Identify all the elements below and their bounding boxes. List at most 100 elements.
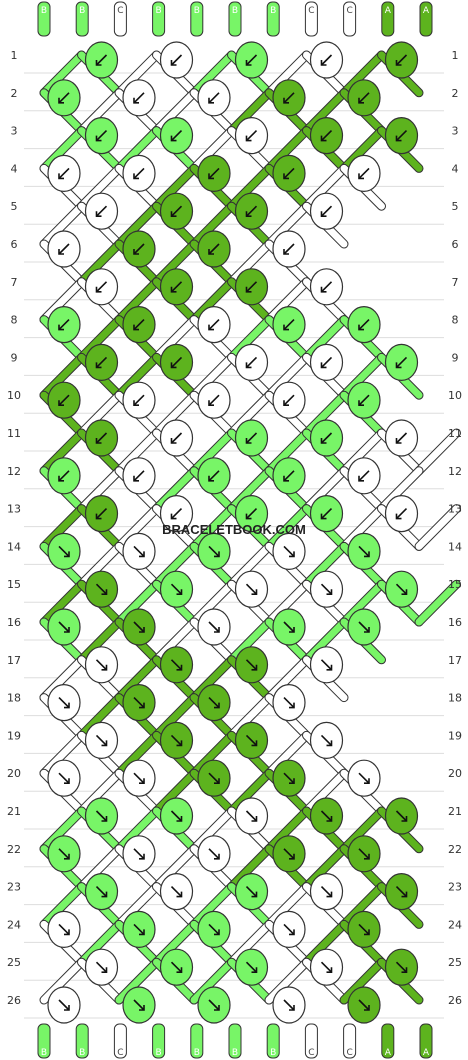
knot-arrow — [208, 621, 220, 633]
thread-strand — [78, 618, 123, 664]
thread-strand — [153, 920, 198, 966]
row-number-left: 13 — [7, 503, 21, 516]
knot-arrow-head — [170, 135, 177, 142]
knot-arrow-head — [251, 740, 258, 747]
thread-strand — [115, 580, 160, 626]
string-tab-top — [152, 1, 166, 37]
knot-arrow-head — [101, 740, 108, 747]
thread-strand — [78, 694, 123, 739]
row-number-right: 1 — [452, 49, 459, 62]
thread-strand — [115, 656, 160, 702]
knot-arrow — [320, 281, 333, 293]
row-number-right: 20 — [448, 767, 462, 780]
thread-strand — [415, 429, 460, 475]
knot-arrow-head — [251, 589, 258, 596]
row-number-right: 16 — [448, 616, 462, 629]
knot-arrow-head — [101, 589, 108, 596]
row-number-right: 4 — [452, 162, 459, 175]
knot-arrow-head — [358, 324, 364, 331]
thread-strand — [115, 202, 160, 248]
thread-strand — [78, 542, 123, 588]
knot-arrow — [208, 243, 220, 255]
row-number-right: 3 — [452, 125, 459, 138]
knot-arrow — [208, 470, 220, 482]
knot-arrow-head — [133, 400, 139, 407]
string-label-top: A — [385, 6, 392, 16]
knot-arrow-head — [283, 400, 289, 407]
string-label-bottom: C — [308, 1048, 314, 1058]
thread-strand — [115, 429, 160, 475]
knot-arrow — [170, 130, 183, 142]
string-tab-top — [381, 1, 395, 37]
knot-arrow — [170, 961, 183, 973]
row-number-left: 18 — [7, 692, 21, 705]
knot-arrow — [133, 545, 145, 557]
knot-arrow — [395, 810, 408, 822]
knot-arrow-head — [245, 211, 252, 217]
string-label-top: C — [117, 6, 123, 16]
row-number-left: 26 — [7, 994, 21, 1007]
knot-arrow — [283, 621, 295, 633]
thread-strand — [190, 278, 235, 324]
knot-arrow-head — [401, 589, 408, 596]
knot-arrow-head — [170, 286, 177, 293]
string-label-top: B — [232, 6, 238, 16]
row-number-right: 14 — [448, 540, 462, 553]
knot-arrow — [208, 697, 220, 709]
knot-arrow-head — [58, 97, 64, 104]
knot-arrow-head — [208, 475, 214, 482]
knot-arrow — [283, 319, 295, 331]
knot-arrow — [95, 734, 108, 746]
knot-arrow — [170, 886, 183, 898]
thread-strand — [303, 920, 348, 966]
row-number-left: 5 — [11, 200, 18, 213]
knot-arrow-head — [289, 551, 295, 558]
thread-strand — [115, 353, 160, 399]
string-label-top: B — [270, 6, 276, 16]
watermark-text: BRACELETBOOK.COM — [162, 522, 306, 537]
string-tab-bottom — [113, 1023, 127, 1059]
knot-arrow-head — [289, 778, 295, 785]
knot-arrow-head — [364, 929, 370, 936]
thread-strand — [340, 883, 385, 928]
knot-arrow-head — [214, 778, 220, 785]
string-tab-top — [190, 1, 204, 37]
thread-strand — [40, 580, 85, 626]
thread-strand — [153, 240, 198, 286]
knot-arrow-head — [64, 551, 70, 558]
thread-strand — [265, 807, 310, 853]
knot-arrow — [95, 583, 108, 595]
knot-arrow-head — [64, 853, 70, 860]
knot-arrow — [283, 243, 295, 255]
knot-arrow-head — [170, 60, 177, 66]
knot-arrow-head — [289, 702, 295, 709]
knot-arrow — [170, 508, 183, 520]
knot-arrow — [320, 205, 333, 217]
row-number-left: 11 — [7, 427, 21, 440]
knot-arrow-head — [289, 1005, 295, 1011]
knot-arrow-head — [64, 929, 70, 936]
knot-arrow-head — [101, 891, 108, 898]
knot-arrow-head — [320, 513, 327, 520]
string-label-top: B — [41, 6, 47, 16]
knot-arrow — [320, 54, 333, 66]
thread-strand — [228, 391, 273, 437]
thread-strand — [340, 429, 385, 475]
thread-strand — [40, 127, 85, 172]
knot-arrow-head — [208, 97, 214, 104]
string-tab-top — [266, 1, 280, 37]
knot-arrow-head — [245, 135, 252, 142]
string-tab-bottom — [190, 1023, 204, 1059]
thread-strand — [153, 164, 198, 210]
knot-arrow — [245, 54, 258, 66]
knot-arrow-head — [245, 513, 252, 520]
knot-arrow — [170, 281, 183, 293]
knot-arrow-head — [101, 967, 108, 974]
thread-strand — [265, 505, 310, 550]
thread-strand — [153, 542, 198, 588]
thread-strand — [265, 278, 310, 324]
row-number-right: 26 — [448, 994, 462, 1007]
thread-strand — [78, 164, 123, 210]
